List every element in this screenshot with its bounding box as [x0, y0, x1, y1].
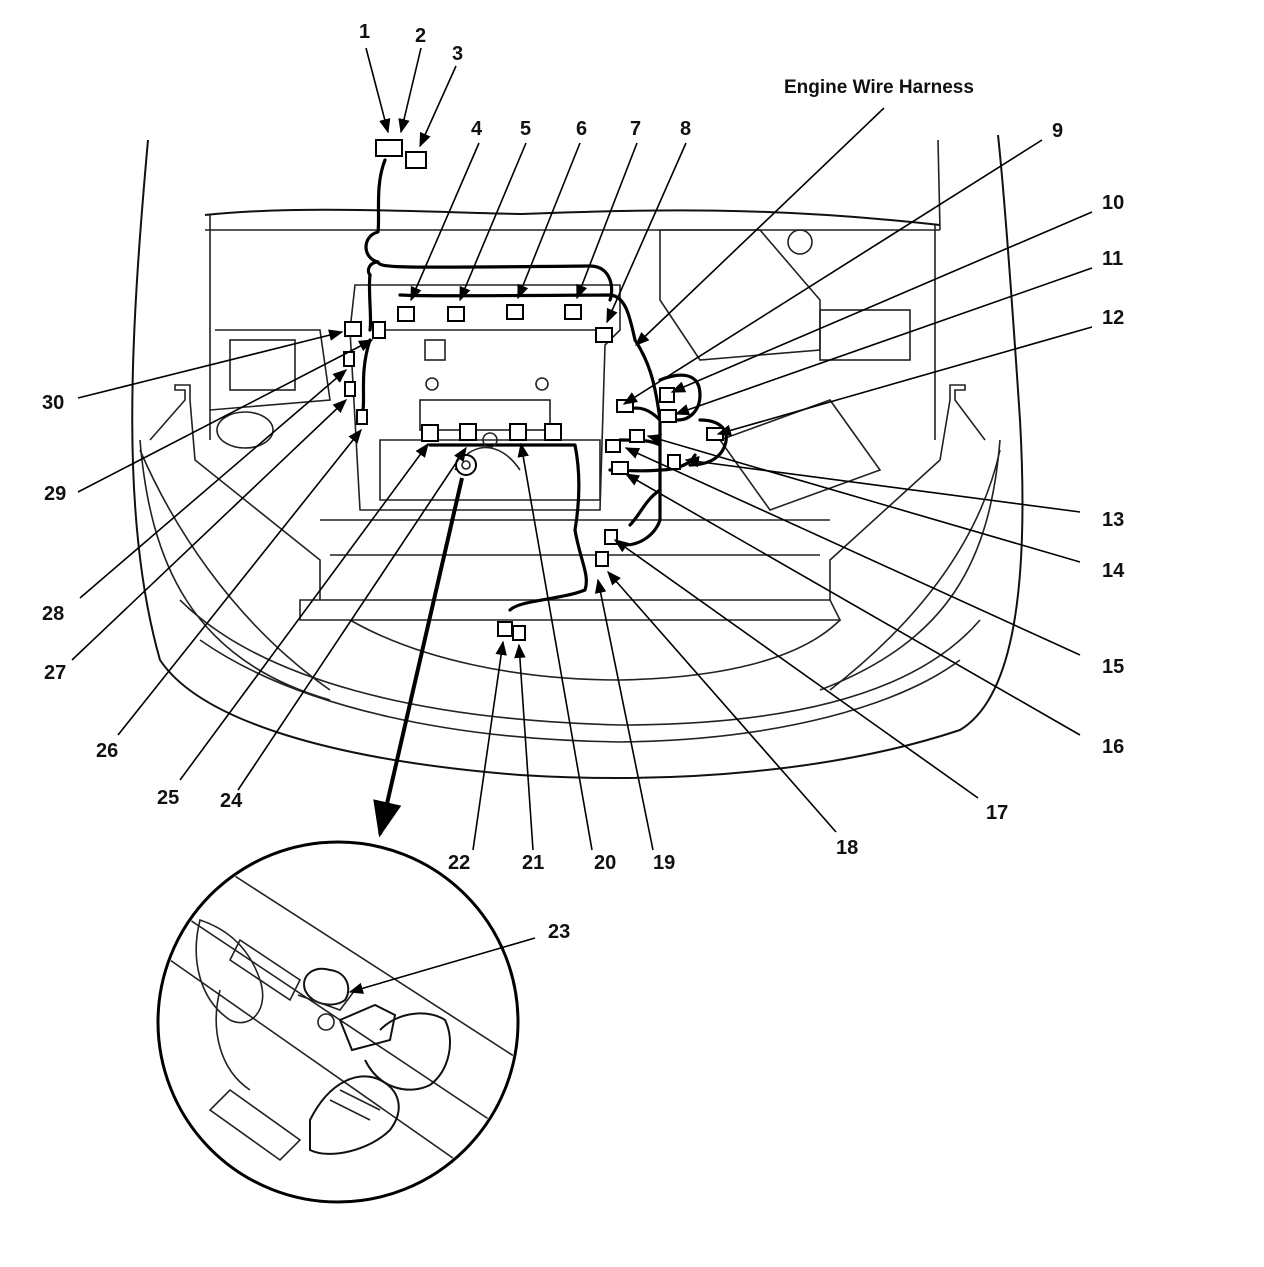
- callout-14: 14: [1102, 560, 1125, 582]
- callout-5: 5: [520, 118, 532, 140]
- engine-wire-harness-label: Engine Wire Harness: [784, 77, 974, 98]
- callout-1: 1: [359, 21, 371, 43]
- callout-2: 2: [415, 25, 427, 47]
- callout-25: 25: [157, 787, 180, 809]
- harness-wires: [361, 158, 728, 612]
- callout-7: 7: [630, 118, 642, 140]
- callout-29: 29: [44, 483, 67, 505]
- callout-21: 21: [522, 852, 545, 874]
- callout-20: 20: [594, 852, 617, 874]
- callout-6: 6: [576, 118, 588, 140]
- callout-15: 15: [1102, 656, 1125, 678]
- vehicle-body-outline: [131, 134, 1024, 779]
- callout-12: 12: [1102, 307, 1125, 329]
- callout-30: 30: [42, 392, 65, 414]
- callout-10: 10: [1102, 192, 1125, 214]
- callout-4: 4: [471, 118, 483, 140]
- callout-18: 18: [836, 837, 859, 859]
- callout-17: 17: [986, 802, 1009, 824]
- callout-13: 13: [1102, 509, 1125, 531]
- callout-3: 3: [452, 43, 464, 65]
- callout-28: 28: [42, 603, 65, 625]
- connectors: [343, 139, 724, 641]
- callout-23: 23: [548, 921, 571, 943]
- callout-24: 24: [220, 790, 243, 812]
- callout-16: 16: [1102, 736, 1125, 758]
- callout-26: 26: [96, 740, 119, 762]
- callout-22: 22: [448, 852, 471, 874]
- callout-9: 9: [1052, 120, 1064, 142]
- callout-8: 8: [680, 118, 692, 140]
- callout-19: 19: [653, 852, 676, 874]
- callout-27: 27: [44, 662, 67, 684]
- callout-11: 11: [1102, 248, 1124, 270]
- leader-lines: [71, 47, 1093, 851]
- detail-magnifier: [156, 840, 536, 1204]
